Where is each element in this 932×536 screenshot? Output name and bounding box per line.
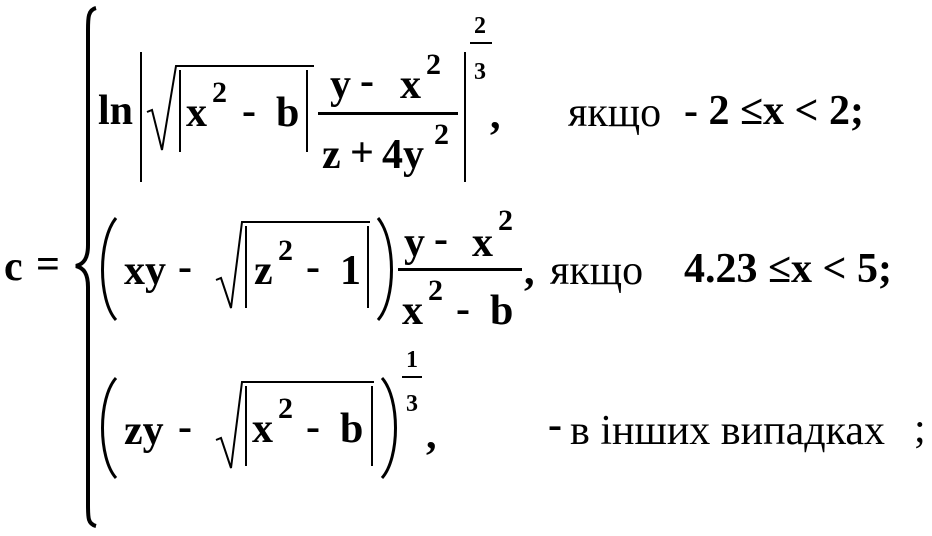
case2-num-minus: - bbox=[434, 216, 448, 262]
paren-right-2 bbox=[376, 217, 393, 322]
case2-den-x: x bbox=[402, 288, 423, 334]
case3-condition-end: ; bbox=[914, 406, 926, 452]
case3-power-denominator: 3 bbox=[406, 391, 418, 417]
paren-left-2 bbox=[101, 217, 118, 322]
case1-num-exponent: 2 bbox=[426, 48, 441, 81]
case1-den-4y: 4y bbox=[382, 132, 424, 178]
paren-right-3 bbox=[380, 376, 397, 480]
case3-minus: - bbox=[178, 404, 192, 450]
case3-b: b bbox=[340, 406, 364, 452]
case1-condition-word: якщо bbox=[568, 90, 662, 136]
case2-den-b: b bbox=[490, 288, 514, 334]
case2-minus2: - bbox=[306, 244, 320, 290]
case1-power-bar bbox=[470, 42, 492, 44]
case3-power-bar bbox=[402, 376, 422, 378]
case3-condition-dash: - bbox=[548, 402, 562, 448]
case2-den-minus: - bbox=[456, 286, 470, 332]
case1-num-x: x bbox=[400, 62, 421, 108]
case2-fraction-bar bbox=[398, 268, 522, 271]
case1-den-z: z bbox=[322, 132, 341, 178]
case3-x: x bbox=[252, 406, 273, 452]
case2-comma: , bbox=[524, 248, 535, 294]
case1-x-exponent: 2 bbox=[212, 76, 227, 109]
sqrt-sign-3 bbox=[215, 381, 374, 469]
case2-num-y: y bbox=[404, 220, 425, 266]
case2-num-exponent: 2 bbox=[498, 204, 513, 237]
case2-condition: 4.23 ≤x < 5; bbox=[684, 246, 892, 292]
case1-minus: - bbox=[242, 88, 256, 134]
sqrt-sign-1 bbox=[146, 65, 314, 151]
case2-condition-word: якщо bbox=[550, 248, 644, 294]
case1-comma: , bbox=[490, 92, 501, 138]
case3-x-exponent: 2 bbox=[278, 392, 293, 425]
case1-num-minus: - bbox=[360, 58, 374, 104]
case3-condition-text: в інших випадках bbox=[570, 408, 885, 454]
case1-power-numerator: 2 bbox=[474, 13, 486, 39]
case1-den-plus: + bbox=[350, 130, 374, 176]
case2-one: 1 bbox=[340, 248, 361, 294]
case1-den-exponent: 2 bbox=[434, 118, 449, 151]
lhs-variable: c bbox=[4, 244, 23, 290]
case1-x: x bbox=[186, 90, 207, 136]
case3-zy: zy bbox=[124, 408, 164, 454]
case2-den-exponent: 2 bbox=[428, 274, 443, 307]
paren-left-3 bbox=[101, 376, 118, 480]
case2-num-x: x bbox=[472, 220, 493, 266]
left-brace bbox=[75, 6, 97, 528]
case2-z: z bbox=[254, 248, 273, 294]
case1-num-y: y bbox=[330, 62, 351, 108]
case1-fraction-bar bbox=[318, 112, 458, 115]
case1-ln: ln bbox=[98, 88, 134, 134]
case3-minus2: - bbox=[306, 404, 320, 450]
case2-xy: xy bbox=[124, 248, 166, 294]
case1-b: b bbox=[276, 90, 300, 136]
case3-power-numerator: 1 bbox=[406, 347, 418, 373]
case3-comma: , bbox=[426, 412, 437, 458]
case1-power-denominator: 3 bbox=[474, 59, 486, 85]
equals-sign: = bbox=[36, 242, 60, 288]
sqrt-sign-2 bbox=[215, 221, 370, 309]
case2-minus: - bbox=[178, 244, 192, 290]
case2-z-exponent: 2 bbox=[278, 234, 293, 267]
case1-condition: - 2 ≤x < 2; bbox=[684, 88, 864, 134]
